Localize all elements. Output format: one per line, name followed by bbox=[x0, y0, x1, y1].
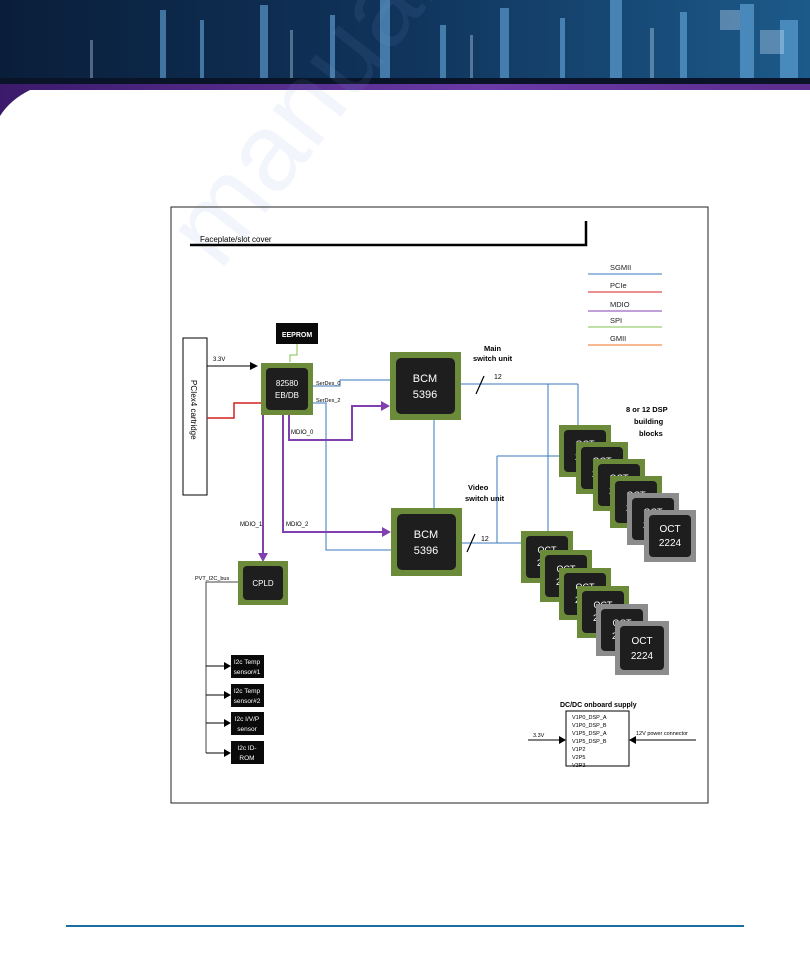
v33-left-label: 3.3V bbox=[213, 357, 225, 363]
svg-text:I2c I/V/P: I2c I/V/P bbox=[235, 716, 260, 723]
v33-right-label: 3.3V bbox=[533, 733, 545, 739]
controller-label-1: 82580 bbox=[276, 379, 299, 388]
dcdc-rail: V1P0_DSP_B bbox=[572, 723, 607, 729]
svg-text:OCT: OCT bbox=[659, 524, 680, 535]
mdio0-link bbox=[288, 405, 384, 441]
main-bus-count: 12 bbox=[494, 374, 502, 381]
pcie-cartridge-box bbox=[182, 337, 208, 496]
faceplate-line bbox=[190, 221, 588, 247]
eeprom-chip bbox=[276, 323, 318, 344]
sensor-group: I2c Temp sensor#1 I2c Temp sensor#2 I2c … bbox=[206, 655, 264, 764]
oct-chip: OCT 2224 bbox=[644, 510, 696, 562]
legend-pcie-label: PCIe bbox=[610, 281, 627, 290]
svg-text:2224: 2224 bbox=[659, 538, 682, 549]
controller-label-2: EB/DB bbox=[275, 391, 299, 400]
legend-sgmii-label: SGMII bbox=[610, 263, 631, 272]
cpld-chip-inner bbox=[243, 566, 283, 600]
svg-text:OCT: OCT bbox=[631, 636, 652, 647]
bcm-main-label-1: BCM bbox=[413, 373, 437, 385]
dsp-label-2: building bbox=[634, 417, 664, 426]
dcdc-rail: V3P3 bbox=[572, 763, 585, 769]
mdio1-label: MDIO_1 bbox=[240, 522, 263, 528]
footer-rule bbox=[66, 925, 744, 927]
video-unit-label-1: Video bbox=[468, 483, 489, 492]
legend-spi-label: SPI bbox=[610, 316, 622, 325]
serdes0-label: SerDes_0 bbox=[316, 381, 340, 387]
spi-link bbox=[289, 344, 298, 362]
dcdc-rail: V1P0_DSP_A bbox=[572, 715, 607, 721]
svg-text:sensor#2: sensor#2 bbox=[234, 698, 261, 705]
mdio2-label: MDIO_2 bbox=[286, 522, 309, 528]
dsp-label-3: blocks bbox=[639, 429, 663, 438]
mdio2-link bbox=[282, 415, 385, 533]
bcm-main-label-2: 5396 bbox=[413, 389, 437, 401]
controller-chip-inner bbox=[266, 368, 308, 410]
pcie-cartridge-label: PCIex4 cartridge bbox=[189, 380, 198, 440]
dcdc-rail: V1P5_DSP_B bbox=[572, 739, 607, 745]
faceplate-label: Faceplate/slot cover bbox=[200, 235, 272, 244]
v12-arrow bbox=[629, 736, 636, 744]
sensor-idrom bbox=[231, 741, 264, 764]
pvt-bus-line bbox=[205, 581, 238, 753]
svg-text:sensor#1: sensor#1 bbox=[234, 669, 261, 676]
pvt-bus-label: PVT_I2C_bus bbox=[195, 576, 229, 582]
video-bus-count: 12 bbox=[481, 536, 489, 543]
bcm-video-label-1: BCM bbox=[414, 529, 438, 541]
svg-text:sensor: sensor bbox=[237, 726, 257, 733]
dcdc-rail: V2P5 bbox=[572, 755, 585, 761]
mdio1-arrow bbox=[258, 553, 268, 562]
eeprom-label: EEPROM bbox=[282, 332, 313, 339]
sensor-temp1 bbox=[231, 655, 264, 678]
main-unit-label-1: Main bbox=[484, 344, 502, 353]
mdio0-arrow bbox=[381, 401, 390, 411]
svg-text:I2c ID-: I2c ID- bbox=[237, 745, 256, 752]
legend-gmii-label: GMII bbox=[610, 334, 626, 343]
pcie-link bbox=[207, 402, 262, 419]
dcdc-rail: V1P5_DSP_A bbox=[572, 731, 607, 737]
mdio0-label: MDIO_0 bbox=[291, 430, 314, 436]
dcdc-rail: V1P2 bbox=[572, 747, 585, 753]
v12-label: 12V power connector bbox=[636, 731, 688, 737]
svg-text:I2c Temp: I2c Temp bbox=[234, 659, 261, 666]
mdio2-arrow bbox=[382, 527, 391, 537]
serdes2-link bbox=[313, 402, 391, 551]
bcm-main-chip-inner bbox=[396, 358, 455, 414]
bcm-video-label-2: 5396 bbox=[414, 545, 438, 557]
diagram-frame bbox=[170, 206, 709, 804]
legend-mdio-label: MDIO bbox=[610, 300, 630, 309]
legend: SGMII PCIe MDIO SPI GMII bbox=[588, 263, 662, 346]
v33-right-arrow bbox=[559, 736, 566, 744]
serdes0-link bbox=[313, 379, 390, 387]
oct-chip: OCT 2224 bbox=[615, 621, 669, 675]
svg-text:ROM: ROM bbox=[239, 755, 254, 762]
v33-left-arrow bbox=[250, 362, 258, 370]
main-bus-slash bbox=[475, 375, 485, 395]
video-unit-label-2: switch unit bbox=[465, 494, 505, 503]
main-unit-label-2: switch unit bbox=[473, 354, 513, 363]
video-bus-slash bbox=[466, 533, 476, 553]
bcm-video-chip-inner bbox=[397, 514, 456, 570]
dcdc-box bbox=[565, 710, 630, 767]
dsp-label-1: 8 or 12 DSP bbox=[626, 405, 668, 414]
svg-text:2224: 2224 bbox=[631, 651, 654, 662]
serdes2-label: SerDes_2 bbox=[316, 398, 340, 404]
sensor-ivp bbox=[231, 712, 264, 735]
cpld-label: CPLD bbox=[252, 579, 274, 588]
svg-text:I2c Temp: I2c Temp bbox=[234, 688, 261, 695]
sensor-temp2 bbox=[231, 684, 264, 707]
header-banner bbox=[0, 0, 810, 116]
dcdc-title: DC/DC onboard supply bbox=[560, 702, 637, 709]
